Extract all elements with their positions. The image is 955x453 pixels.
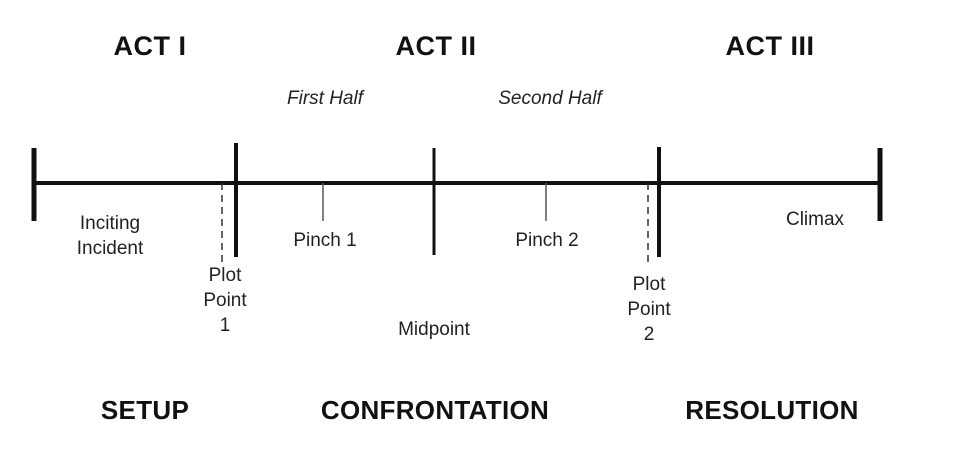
resolution-section-label: RESOLUTION	[685, 395, 859, 425]
setup-section-label: SETUP	[100, 395, 190, 425]
plot-point-1-label: Plot Point 1	[203, 265, 247, 336]
act-2-heading: ACT II	[395, 31, 477, 61]
plot-point-2-label: Plot Point 2	[627, 274, 671, 345]
inciting-incident-label: Inciting Incident	[76, 213, 144, 259]
confrontation-section-label: CONFRONTATION	[320, 395, 550, 425]
second-half-label: Second Half	[498, 88, 602, 109]
midpoint-label: Midpoint	[398, 319, 470, 340]
pinch-1-label: Pinch 1	[293, 230, 357, 251]
act-1-heading: ACT I	[113, 31, 187, 61]
climax-label: Climax	[785, 209, 845, 230]
act-3-heading: ACT III	[725, 31, 815, 61]
pinch-2-label: Pinch 2	[515, 230, 579, 251]
first-half-label: First Half	[287, 88, 363, 109]
